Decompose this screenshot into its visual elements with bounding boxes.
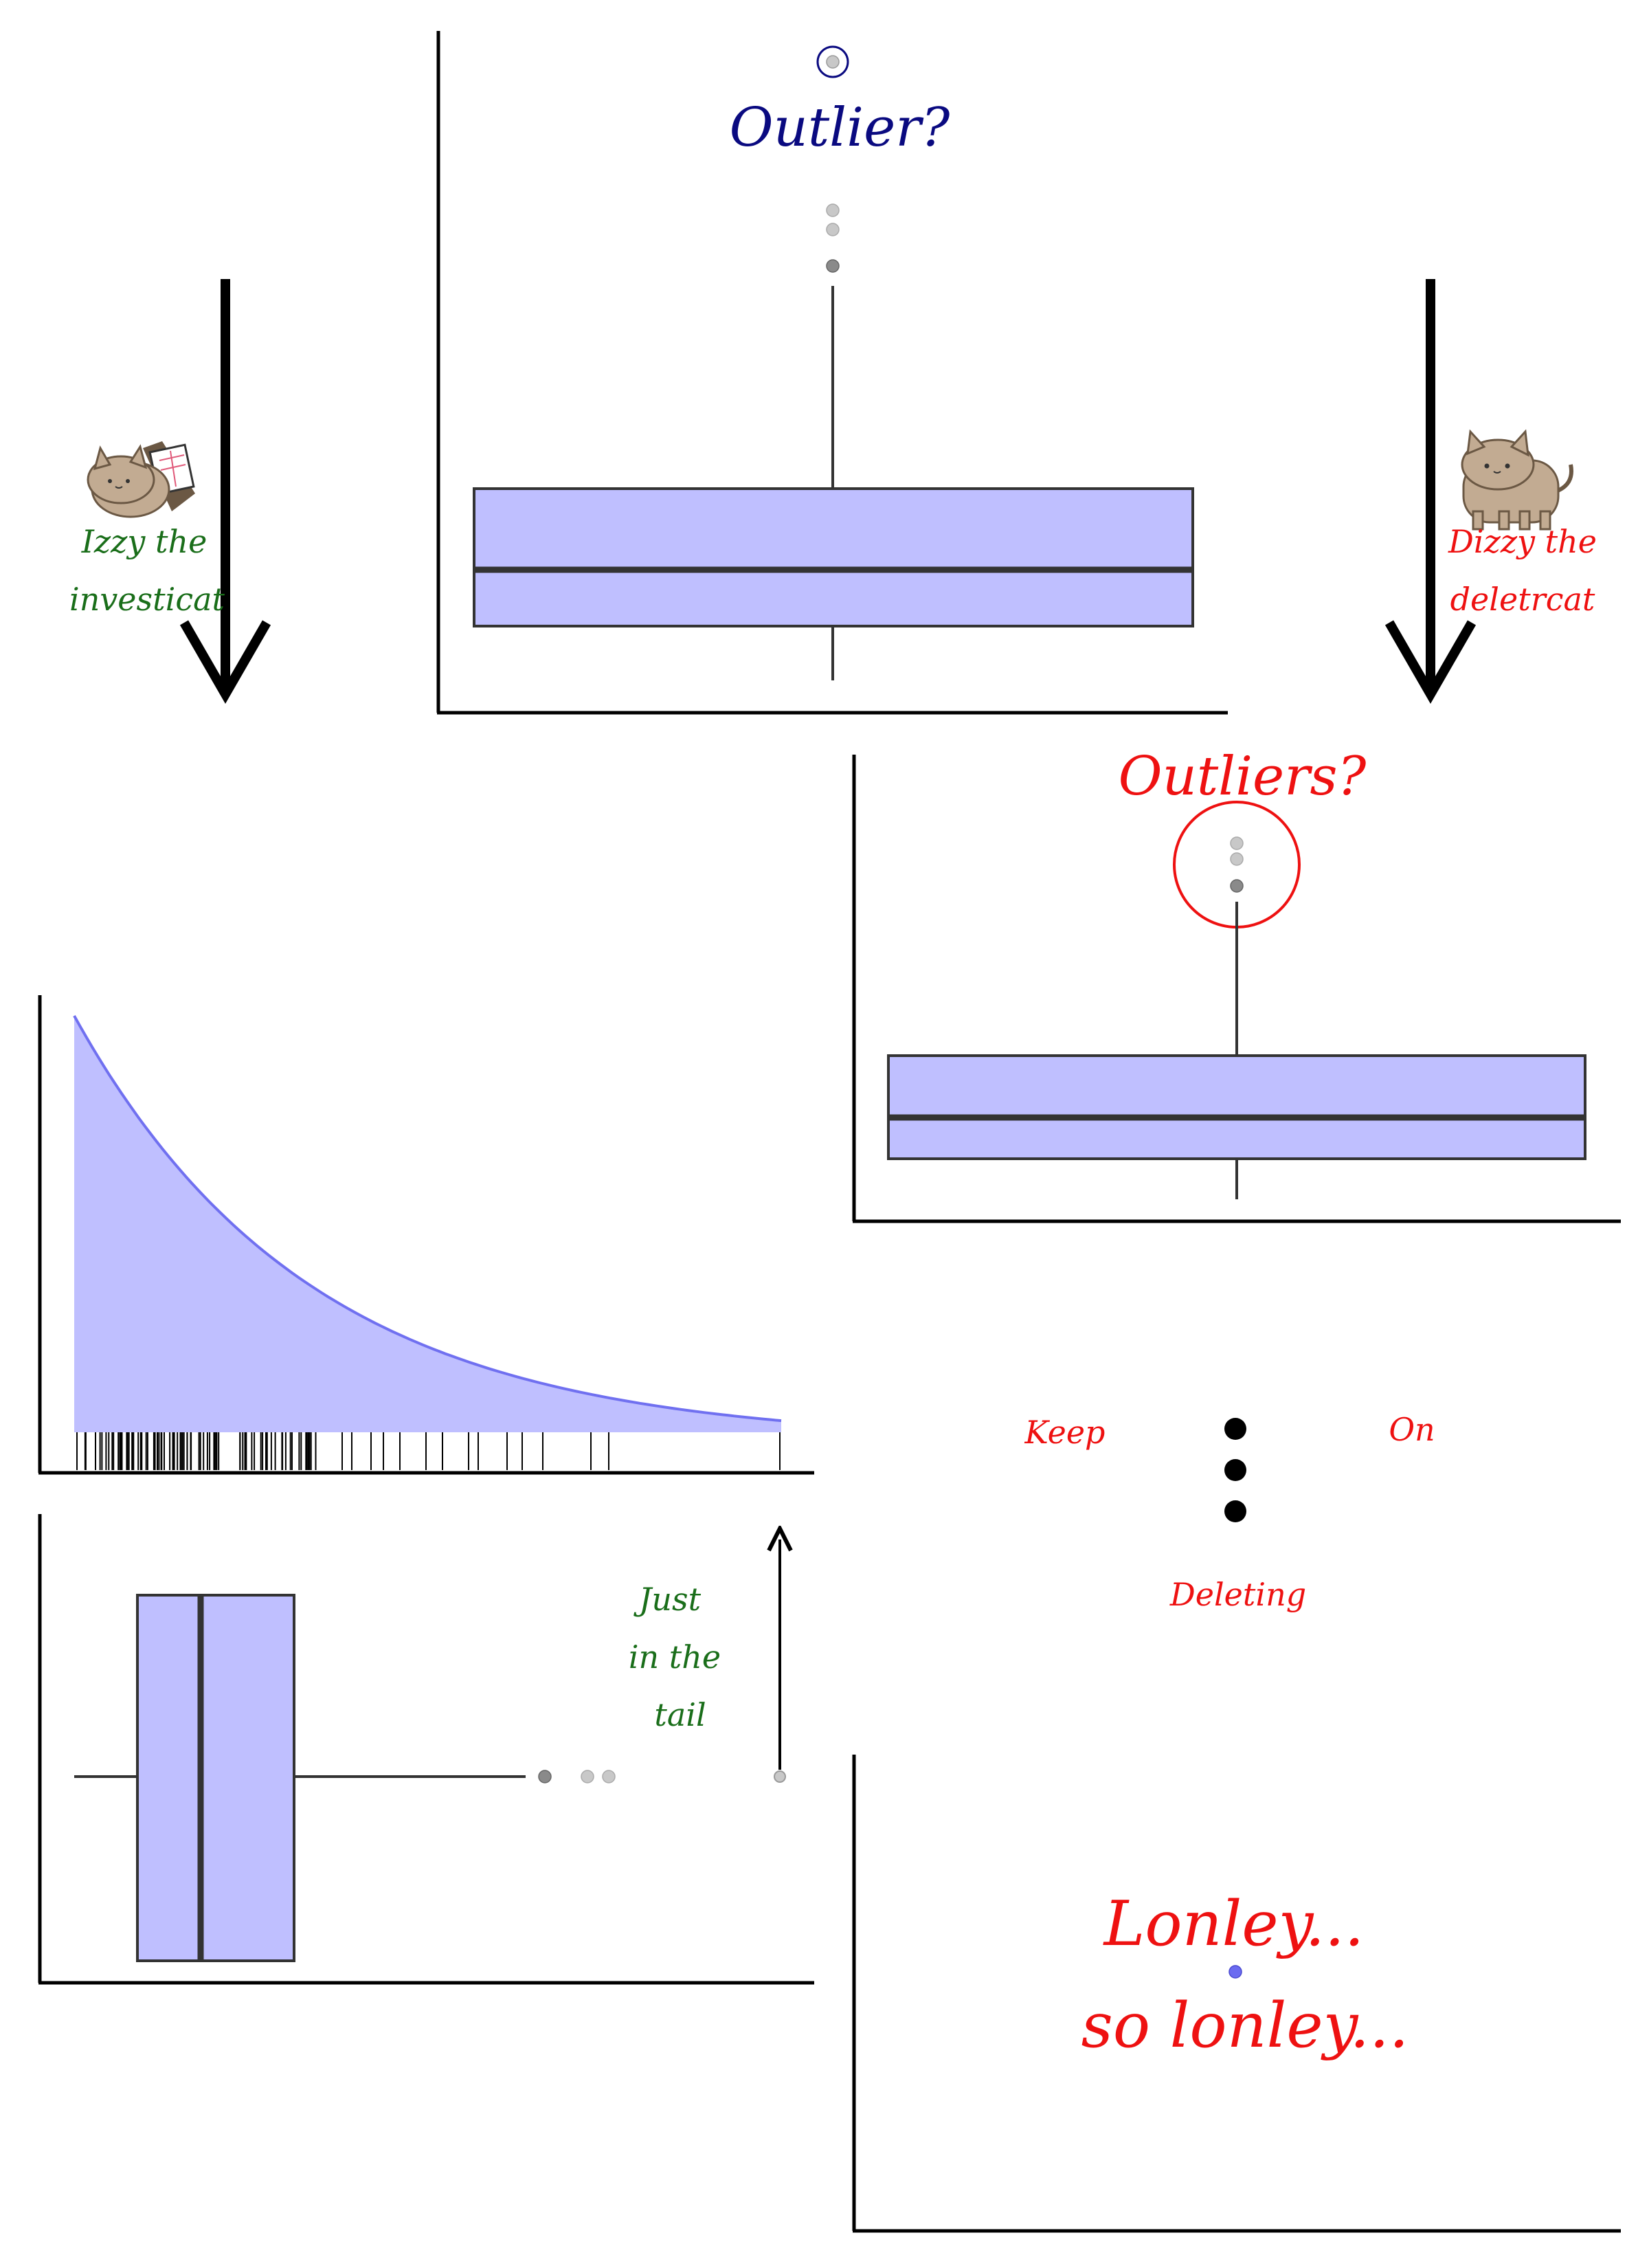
outlier-point: [774, 1770, 786, 1783]
ellipsis-dot: [1224, 1418, 1246, 1440]
outlier-point: [1230, 836, 1244, 850]
outlier-point: [602, 1770, 616, 1783]
density-curve: [73, 1015, 782, 1423]
right-panel-title: Outliers?: [1119, 746, 1367, 808]
outlier-point: [538, 1770, 552, 1783]
top-panel-title: Outlier?: [730, 97, 951, 159]
density-panel: [38, 995, 814, 1475]
ellipsis-dot: [1224, 1500, 1246, 1522]
density-area: [74, 1016, 781, 1432]
horizontal-box-panel: Just in the tail: [38, 1514, 814, 1985]
deleting-word: Deleting: [1169, 1576, 1306, 1613]
lonely-point: [1229, 1965, 1242, 1979]
top-outlier-marker: [816, 45, 849, 78]
outlier-point: [1230, 879, 1244, 893]
dizzy-caption-line1: Dizzy the: [1448, 523, 1597, 560]
down-arrow-head: [1384, 620, 1477, 704]
box: [473, 487, 1194, 627]
tail-caption-line1: Just: [633, 1581, 702, 1618]
outlier-point: [826, 223, 840, 236]
box: [887, 1054, 1586, 1160]
keep-word: Keep: [1024, 1414, 1105, 1451]
izzy-branch: Izzy the investicat: [69, 279, 271, 704]
outlier-point: [826, 203, 840, 217]
rug: [76, 1432, 781, 1470]
keep-on-deleting: Keep On Deleting: [1024, 1411, 1435, 1613]
lonely-text-line2: so lonley...: [1081, 1990, 1409, 2062]
dizzy-branch: Dizzy the deletrcat: [1384, 279, 1597, 704]
tail-caption-line2: in the: [629, 1638, 721, 1676]
izzy-caption-line1: Izzy the: [81, 523, 207, 560]
outlier-point: [826, 259, 840, 273]
on-word: On: [1389, 1411, 1435, 1448]
cat-with-laptop-icon: [87, 441, 195, 518]
outlier-ring: [816, 45, 849, 78]
right-panel: Outliers?: [852, 746, 1621, 1223]
standing-cat-icon: [1461, 429, 1573, 531]
izzy-caption-line2: investicat: [69, 581, 225, 618]
top-panel: Outlier?: [436, 31, 1228, 715]
outlier-point: [1230, 852, 1244, 866]
outlier-point: [826, 55, 840, 69]
dizzy-caption-line2: deletrcat: [1450, 581, 1595, 618]
box: [136, 1594, 295, 1962]
tail-caption-line3: tail: [654, 1696, 706, 1733]
ellipsis-dot: [1224, 1459, 1246, 1481]
lonely-text-line1: Lonley...: [1103, 1888, 1365, 1960]
down-arrow-head: [179, 620, 271, 704]
outlier-point: [581, 1770, 594, 1783]
lonely-panel: Lonley... so lonley...: [852, 1755, 1621, 2233]
